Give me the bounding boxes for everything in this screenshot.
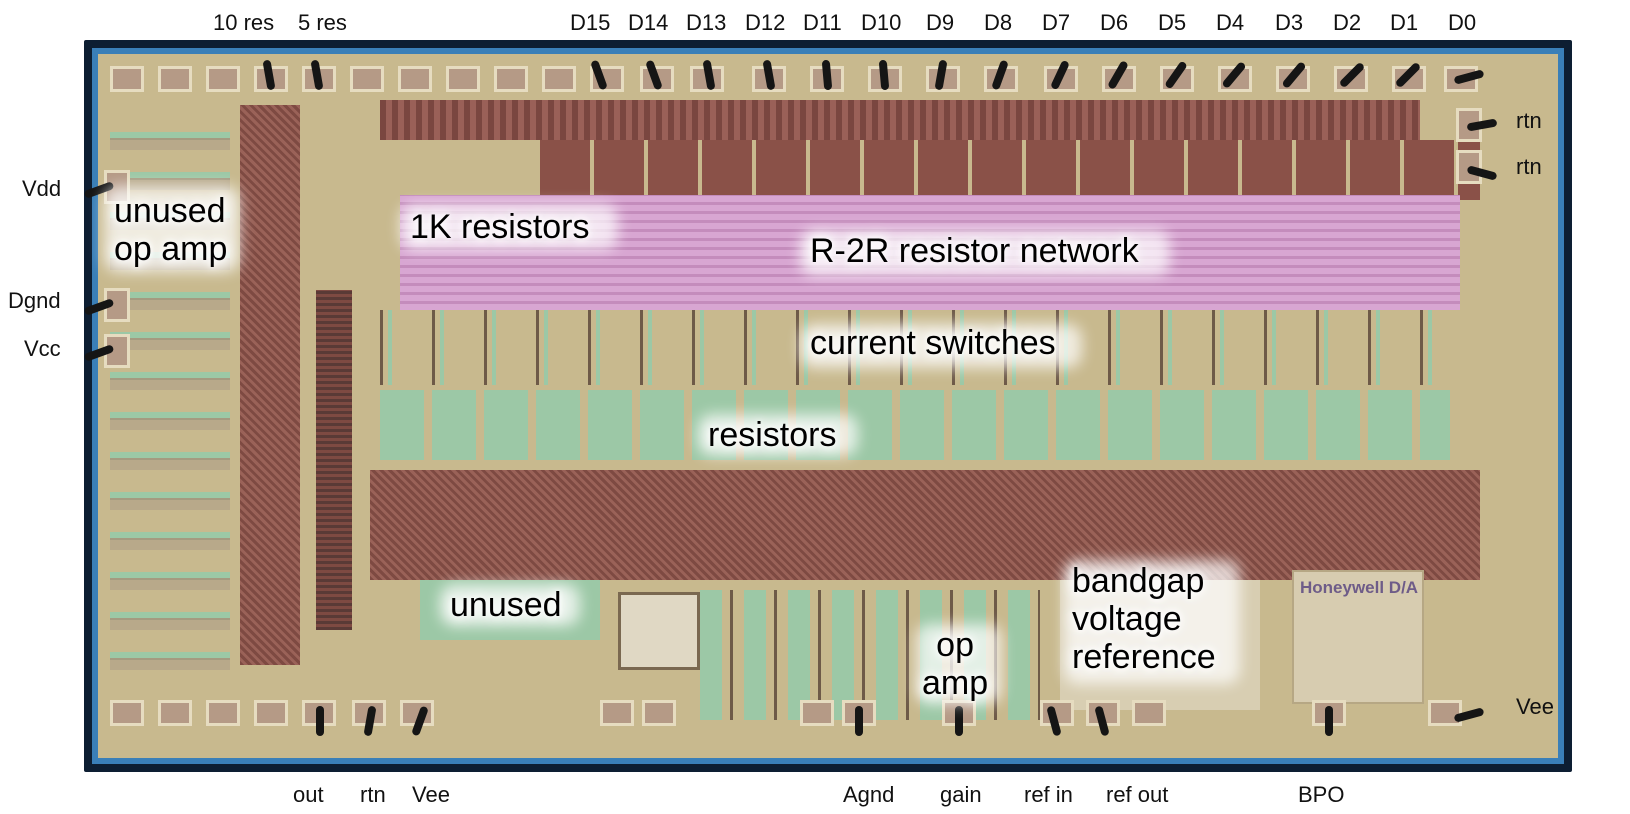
bond-wire	[316, 706, 324, 736]
bond-pad	[642, 700, 676, 726]
pin-label-d6: D6	[1100, 10, 1129, 35]
pin-label-d7: D7	[1042, 10, 1071, 35]
label-1k-resistors: 1K resistors	[410, 208, 590, 246]
bond-pad	[206, 66, 240, 92]
logo-text: Honeywell D/A	[1300, 578, 1419, 597]
bond-pad	[1132, 700, 1166, 726]
pin-label-bpo: BPO	[1298, 782, 1345, 807]
pin-label-vcc: Vcc	[24, 336, 61, 361]
pin-label-d3: D3	[1275, 10, 1304, 35]
label-current-switches: current switches	[810, 324, 1056, 362]
label-unused-op-amp-text: unused op amp	[114, 192, 228, 268]
pin-label-dgnd: Dgnd	[8, 288, 61, 313]
bond-pad	[110, 700, 144, 726]
left-vertical-resistor	[240, 105, 300, 665]
label-bandgap: bandgap voltage reference	[1072, 562, 1216, 676]
large-resistor-array	[370, 470, 1480, 580]
label-op-amp: op amp	[922, 626, 988, 702]
label-resistors: resistors	[708, 416, 837, 454]
pin-label-rtn-2: rtn	[1516, 154, 1542, 179]
bond-pad	[158, 66, 192, 92]
label-unused: unused	[450, 586, 562, 624]
pin-label-5res: 5 res	[298, 10, 347, 35]
pin-label-10res: 10 res	[213, 10, 275, 35]
label-op-amp-text: op amp	[922, 626, 989, 702]
bond-pad	[158, 700, 192, 726]
bond-pad	[542, 66, 576, 92]
pin-label-rtn-bottom: rtn	[360, 782, 386, 807]
pin-label-ref-in: ref in	[1024, 782, 1073, 807]
bond-pad	[494, 66, 528, 92]
pin-label-d10: D10	[861, 10, 902, 35]
label-unused-op-amp: unused op amp	[114, 192, 227, 268]
pin-label-d13: D13	[686, 10, 727, 35]
bond-pad	[398, 66, 432, 92]
left-vertical-resistor-2	[316, 290, 352, 630]
capacitor-block	[618, 592, 700, 670]
bond-pad	[110, 66, 144, 92]
manufacturer-logo: Honeywell D/A	[1292, 570, 1424, 704]
upper-resistor-block	[540, 140, 1480, 200]
pin-label-vee-right: Vee	[1516, 694, 1554, 719]
bond-pad	[600, 700, 634, 726]
pin-label-d0: D0	[1448, 10, 1477, 35]
pin-label-d1: D1	[1390, 10, 1419, 35]
bond-pad	[350, 66, 384, 92]
bond-wire	[955, 706, 963, 736]
pin-label-rtn-1: rtn	[1516, 108, 1542, 133]
pin-label-gain: gain	[940, 782, 982, 807]
pin-label-d8: D8	[984, 10, 1013, 35]
pin-label-ref-out: ref out	[1106, 782, 1169, 807]
pin-label-out: out	[293, 782, 324, 807]
bond-wire	[855, 706, 863, 736]
bond-pad	[446, 66, 480, 92]
bond-pad	[206, 700, 240, 726]
resistor-cells-block	[380, 390, 1450, 460]
pin-label-d15: D15	[570, 10, 611, 35]
pin-label-d11: D11	[803, 10, 842, 35]
pin-label-vee-bottom: Vee	[412, 782, 450, 807]
top-resistor-row	[380, 100, 1420, 140]
pin-label-vdd: Vdd	[22, 176, 62, 201]
pin-label-agnd: Agnd	[843, 782, 895, 807]
pin-label-d9: D9	[926, 10, 955, 35]
bond-pad	[590, 66, 624, 92]
pin-label-d14: D14	[628, 10, 669, 35]
pin-label-d5: D5	[1158, 10, 1187, 35]
bond-pad	[800, 700, 834, 726]
bond-pad	[254, 700, 288, 726]
bond-wire	[1325, 706, 1333, 736]
pin-label-d4: D4	[1216, 10, 1245, 35]
label-r2r-network: R-2R resistor network	[810, 232, 1139, 270]
pin-label-d12: D12	[745, 10, 786, 35]
label-bandgap-text: bandgap voltage reference	[1072, 562, 1216, 676]
pin-label-d2: D2	[1333, 10, 1362, 35]
